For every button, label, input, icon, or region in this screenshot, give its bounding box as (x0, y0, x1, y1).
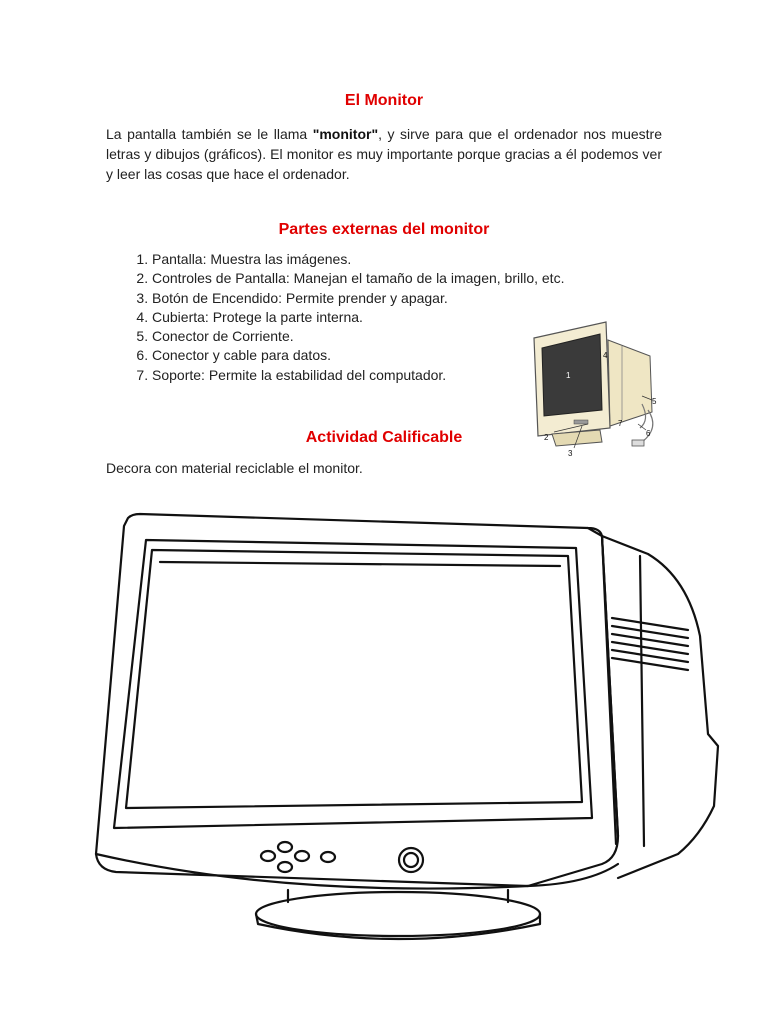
list-item: Botón de Encendido: Permite prender y ap… (152, 289, 652, 308)
diagram-label: 4 (603, 351, 608, 360)
monitor-outline-drawing-icon (94, 512, 720, 941)
list-item: Soporte: Permite la estabilidad del comp… (152, 366, 652, 385)
diagram-label: 3 (568, 449, 573, 458)
list-item: Pantalla: Muestra las imágenes. (152, 250, 652, 269)
diagram-label: 7 (618, 419, 623, 428)
diagram-label: 1 (566, 371, 571, 380)
diagram-label: 6 (646, 429, 651, 438)
page-title: El Monitor (344, 92, 424, 109)
labeled-monitor-diagram-icon: 1 2 3 4 5 6 7 (533, 321, 657, 458)
intro-text-start: La pantalla también se le llama (106, 126, 313, 142)
intro-bold-term: "monitor" (312, 126, 379, 142)
list-item: Conector y cable para datos. (152, 346, 652, 365)
activity-heading: Actividad Calificable (305, 429, 463, 446)
list-item: Controles de Pantalla: Manejan el tamaño… (152, 269, 652, 288)
parts-heading: Partes externas del monitor (278, 221, 490, 238)
intro-text-end: , y sirve para que el ordenador nos mues… (106, 126, 663, 182)
diagram-label: 5 (652, 397, 657, 406)
activity-instructions: Decora con material reciclable el monito… (106, 460, 363, 476)
parts-list: Pantalla: Muestra las imágenes. Controle… (124, 250, 652, 385)
intro-paragraph: La pantalla también se le llama "monitor… (106, 124, 662, 184)
list-item: Cubierta: Protege la parte interna. (152, 308, 652, 327)
diagram-label: 2 (544, 433, 549, 442)
list-item: Conector de Corriente. (152, 327, 652, 346)
